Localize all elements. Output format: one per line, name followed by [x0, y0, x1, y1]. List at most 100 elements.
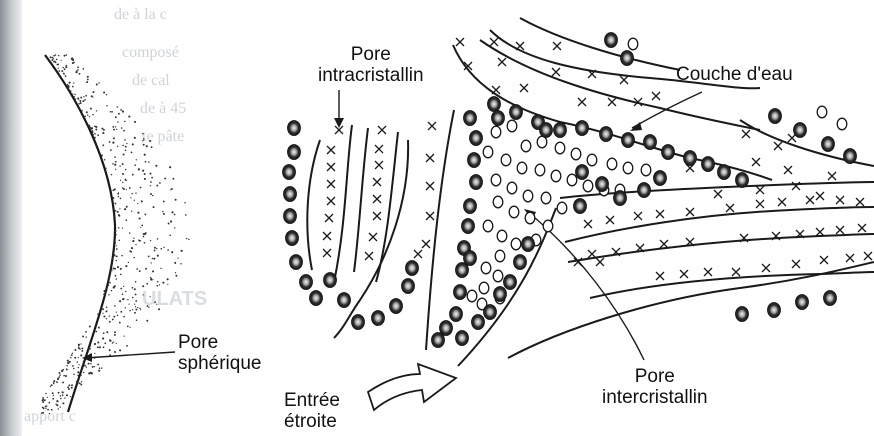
- cross-mark: [836, 226, 844, 234]
- stipple-dot: [115, 203, 117, 205]
- stipple-dot: [115, 222, 116, 223]
- stipple-dot: [123, 153, 125, 155]
- open-circle: [628, 38, 638, 50]
- stipple-dot: [122, 227, 123, 228]
- open-circle: [491, 126, 501, 138]
- label-pore-intercristallin: Pore intercristallin: [602, 366, 708, 408]
- water-molecule: [338, 293, 351, 308]
- stipple-dot: [77, 371, 79, 373]
- stipple-dot: [137, 212, 139, 214]
- stipple-dot: [167, 284, 168, 285]
- stipple-dot: [113, 254, 115, 256]
- stipple-dot: [106, 94, 107, 95]
- stipple-dot: [73, 374, 75, 376]
- cross-mark: [426, 154, 434, 162]
- open-circle: [567, 174, 577, 186]
- stipple-dot: [79, 73, 81, 75]
- stipple-dot: [53, 380, 55, 382]
- stipple-dot: [115, 161, 117, 163]
- stipple-dot: [45, 406, 47, 408]
- open-circle: [507, 120, 517, 132]
- cross-mark: [365, 252, 373, 260]
- cross-mark: [792, 260, 800, 268]
- stipple-dot: [54, 60, 56, 62]
- open-circle: [521, 140, 531, 152]
- stipple-dot: [120, 198, 122, 200]
- cross-mark: [325, 214, 333, 222]
- stipple-dot: [73, 61, 75, 63]
- stipple-dot: [163, 213, 165, 215]
- stipple-dot: [120, 268, 122, 270]
- stipple-dot: [123, 298, 125, 300]
- stipple-dot: [102, 308, 104, 310]
- stipple-dot: [142, 133, 144, 135]
- stipple-dot: [122, 145, 124, 147]
- stipple-dot: [88, 125, 90, 127]
- stipple-dot: [70, 396, 71, 397]
- stipple-dot: [109, 282, 111, 284]
- stipple-dot: [121, 255, 123, 257]
- cross-mark: [552, 68, 560, 76]
- stipple-dot: [89, 116, 90, 117]
- stipple-dot: [68, 384, 70, 386]
- stipple-dot: [78, 364, 79, 365]
- stipple-dot: [132, 174, 134, 176]
- cross-mark: [456, 38, 464, 46]
- stipple-dot: [82, 100, 84, 102]
- stipple-dot: [64, 397, 65, 398]
- stipple-dot: [86, 111, 88, 113]
- cross-mark: [373, 195, 381, 203]
- stipple-dot: [80, 384, 82, 386]
- stipple-dot: [77, 69, 79, 71]
- water-molecule: [488, 97, 501, 112]
- stipple-dot: [136, 319, 138, 321]
- stipple-dot: [145, 268, 146, 269]
- stipple-dot: [142, 140, 143, 141]
- cross-mark: [784, 166, 792, 174]
- stipple-dot: [114, 305, 116, 307]
- stipple-dot: [134, 288, 136, 290]
- cross-mark: [520, 84, 528, 92]
- label-line: étroite: [284, 411, 340, 432]
- label-entree-etroite: Entrée étroite: [284, 390, 340, 432]
- water-molecule: [510, 105, 523, 120]
- open-circle: [817, 106, 827, 118]
- stipple-dot: [150, 173, 152, 175]
- open-circle: [479, 282, 489, 294]
- open-circle: [493, 270, 503, 282]
- stipple-dot: [86, 366, 87, 367]
- stipple-dot: [141, 200, 143, 202]
- cross-mark: [788, 134, 796, 142]
- spherical-pore-wall: [45, 55, 115, 412]
- stipple-dot: [113, 137, 115, 139]
- stipple-dot: [60, 406, 61, 407]
- stipple-dot: [49, 413, 50, 414]
- open-circle: [587, 154, 597, 166]
- water-molecule: [390, 299, 403, 314]
- stipple-dot: [51, 59, 53, 61]
- cross-mark: [756, 200, 764, 208]
- narrow-entrance-arrow: [368, 364, 456, 410]
- stipple-dot: [122, 187, 124, 189]
- water-molecule: [638, 183, 651, 198]
- stipple-dot: [139, 307, 141, 309]
- stipple-dot: [112, 126, 114, 128]
- stipple-dot: [130, 197, 131, 198]
- stipple-dot: [87, 114, 88, 115]
- stipple-dot: [153, 258, 155, 260]
- stipple-dot: [118, 240, 120, 242]
- water-molecule: [702, 157, 715, 172]
- stipple-dot: [70, 357, 71, 358]
- stipple-dot: [90, 363, 91, 364]
- stipple-dot: [103, 315, 105, 317]
- open-circle: [623, 162, 633, 174]
- stipple-dot: [123, 130, 125, 132]
- stipple-dot: [103, 92, 105, 94]
- stipple-dot: [106, 306, 108, 308]
- stipple-dot: [96, 110, 97, 111]
- stipple-dot: [115, 210, 117, 212]
- cross-mark: [686, 208, 694, 216]
- cross-mark: [846, 254, 854, 262]
- stipple-dot: [111, 290, 112, 291]
- stipple-dot: [81, 381, 82, 382]
